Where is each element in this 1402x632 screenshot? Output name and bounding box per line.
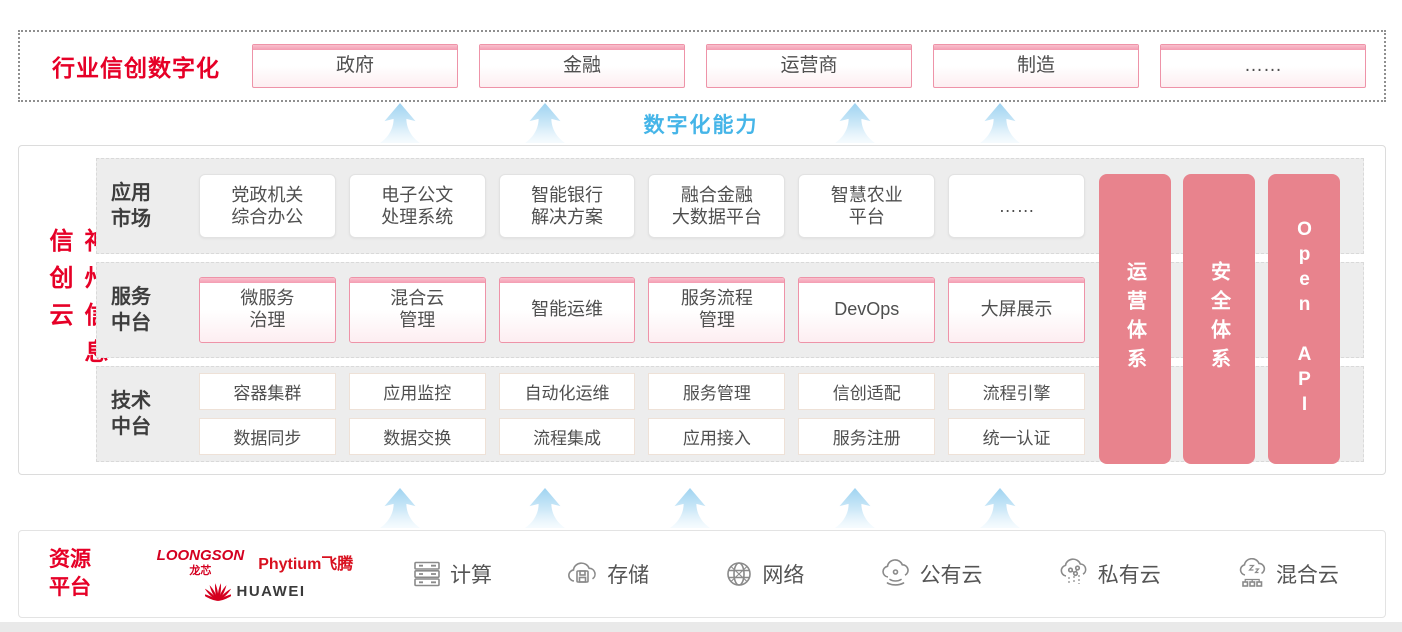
sidebar-security-system: 安全体系 — [1183, 174, 1255, 464]
industry-card-list: 政府 金融 运营商 制造 …… — [252, 44, 1366, 88]
storage-icon — [566, 558, 600, 590]
loongson-logo-cn: 龙芯 — [189, 564, 212, 577]
resource-item-label: 计算 — [450, 564, 492, 587]
app-market-label: 应用 市场 — [111, 182, 151, 230]
service-card: 大屏展示 — [948, 277, 1085, 343]
up-arrow-icon — [980, 103, 1020, 143]
industry-card-manufacturing: 制造 — [933, 44, 1139, 88]
resource-item-label: 公有云 — [919, 564, 983, 587]
resource-arrow-band — [0, 487, 1402, 529]
resource-item-label: 混合云 — [1275, 564, 1339, 587]
industry-card-finance: 金融 — [479, 44, 685, 88]
service-card: 混合云 管理 — [348, 277, 486, 343]
service-platform-cards: 微服务 治理 混合云 管理 智能运维 服务流程 管理 DevOps 大屏展示 — [199, 277, 1085, 343]
resource-item-label: 私有云 — [1097, 564, 1161, 587]
tech-platform-row: 技术 中台 容器集群 应用监控 自动化运维 服务管理 信创适配 流程引擎 数据同… — [96, 366, 1364, 462]
resource-platform-title: 资源 平台 — [49, 547, 91, 599]
app-card: 智能银行 解决方案 — [498, 174, 636, 238]
resource-item-label: 存储 — [607, 564, 650, 587]
up-arrow-icon — [835, 103, 875, 143]
capability-label: 数字化能力 — [643, 114, 759, 137]
tech-card: 服务注册 — [798, 418, 936, 455]
sidebar-operations-system: 运营体系 — [1099, 174, 1171, 464]
service-card: 智能运维 — [498, 277, 636, 343]
up-arrow-icon — [380, 488, 420, 528]
up-arrow-icon — [835, 488, 875, 528]
industry-card-operator: 运营商 — [706, 44, 912, 88]
app-card: 融合金融 大数据平台 — [648, 174, 786, 238]
tech-card: 应用接入 — [648, 418, 786, 455]
huawei-logo: HUAWEI — [204, 581, 306, 602]
industry-band-title: 行业信创数字化 — [52, 55, 220, 81]
service-platform-row: 服务 中台 微服务 治理 混合云 管理 智能运维 服务流程 管理 DevOps … — [96, 262, 1364, 358]
industry-card-government: 政府 — [252, 44, 458, 88]
tech-platform-label: 技术 中台 — [111, 390, 151, 438]
service-platform-label: 服务 中台 — [111, 286, 151, 334]
tech-card: 数据同步 — [199, 418, 336, 455]
resource-item: 公有云 — [879, 558, 983, 590]
loongson-logo: LOONGSON 龙芯 — [157, 547, 245, 578]
app-card: 智慧农业 平台 — [798, 174, 936, 238]
bottom-strip — [0, 622, 1402, 632]
up-arrow-icon — [525, 103, 565, 143]
resource-item: 混合云 — [1235, 558, 1339, 590]
capability-band: 数字化能力 — [0, 102, 1402, 144]
resource-platform-panel: 资源 平台 LOONGSON 龙芯 Phytium飞腾 — [18, 530, 1386, 618]
resource-item: 网络 — [723, 558, 804, 590]
service-card: 微服务 治理 — [199, 277, 336, 343]
huawei-flower-icon — [204, 582, 231, 601]
up-arrow-icon — [670, 488, 710, 528]
up-arrow-icon — [380, 103, 420, 143]
compute-icon — [411, 558, 443, 590]
tech-card: 应用监控 — [348, 373, 486, 410]
resource-item: 私有云 — [1057, 558, 1161, 590]
up-arrow-icon — [980, 488, 1020, 528]
resource-item: 计算 — [411, 558, 492, 590]
phytium-logo: Phytium飞腾 — [258, 556, 354, 573]
app-market-row: 应用 市场 党政机关 综合办公 电子公文 处理系统 智能银行 解决方案 融合金融… — [96, 158, 1364, 254]
tech-card: 流程引擎 — [948, 373, 1085, 410]
tech-card: 流程集成 — [498, 418, 636, 455]
industry-band: 行业信创数字化 政府 金融 运营商 制造 …… — [18, 30, 1386, 102]
resource-item-list: 计算 存储 — [411, 558, 1339, 590]
tech-card: 服务管理 — [648, 373, 786, 410]
resource-item: 存储 — [566, 558, 649, 590]
tech-card: 数据交换 — [348, 418, 486, 455]
network-icon — [723, 558, 755, 590]
tech-platform-cards: 容器集群 应用监控 自动化运维 服务管理 信创适配 流程引擎 数据同步 数据交换… — [199, 373, 1085, 455]
app-card: 党政机关 综合办公 — [199, 174, 336, 238]
public-cloud-icon — [879, 558, 913, 590]
tech-card: 信创适配 — [798, 373, 936, 410]
cloud-platform-panel: 神州信息信创云 应用 市场 党政机关 综合办公 电子公文 处理系统 智能银行 解… — [18, 145, 1386, 475]
app-card: 电子公文 处理系统 — [348, 174, 486, 238]
platform-rows: 应用 市场 党政机关 综合办公 电子公文 处理系统 智能银行 解决方案 融合金融… — [96, 158, 1364, 462]
vendor-logos: LOONGSON 龙芯 Phytium飞腾 — [135, 547, 375, 602]
app-market-cards: 党政机关 综合办公 电子公文 处理系统 智能银行 解决方案 融合金融 大数据平台… — [199, 174, 1085, 238]
hybrid-cloud-icon — [1235, 558, 1269, 590]
tech-card: 统一认证 — [948, 418, 1085, 455]
tech-card: 自动化运维 — [498, 373, 636, 410]
tech-card: 容器集群 — [199, 373, 336, 410]
private-cloud-icon — [1057, 558, 1091, 590]
industry-card-more: …… — [1160, 44, 1366, 88]
up-arrow-icon — [525, 488, 565, 528]
resource-item-label: 网络 — [762, 564, 805, 587]
sidebar-open-api: Open API — [1268, 174, 1340, 464]
service-card: DevOps — [798, 277, 936, 343]
huawei-logo-text: HUAWEI — [236, 582, 306, 600]
app-card-more: …… — [948, 174, 1085, 238]
service-card: 服务流程 管理 — [648, 277, 786, 343]
loongson-logo-text: LOONGSON — [156, 546, 245, 564]
